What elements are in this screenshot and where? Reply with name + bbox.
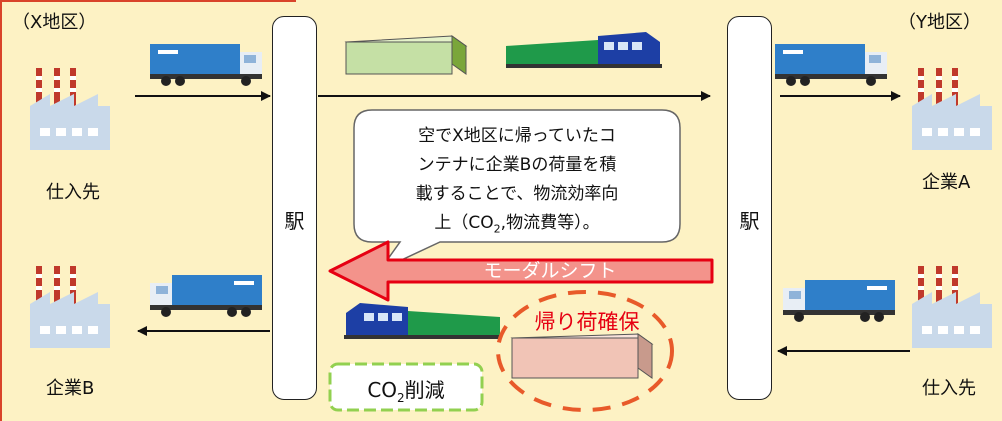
container-icon-outbound (344, 35, 468, 75)
region-label-y: （Y地区） (898, 12, 981, 33)
callout-line-4: 上（CO2,物流費等）。 (434, 213, 600, 236)
container-icon-return (510, 333, 654, 379)
truck-icon-right-top (775, 44, 887, 86)
supplier-right-label: 仕入先 (922, 378, 976, 399)
backhaul-label: 帰り荷確保 (534, 310, 640, 334)
modal-shift-arrow (328, 240, 714, 302)
co2-reduction-box (328, 362, 484, 412)
station-left-label: 駅 (284, 209, 305, 233)
station-left: 駅 (272, 16, 317, 400)
callout-line-1: 空でX地区に帰っていたコ (418, 126, 616, 146)
truck-icon-right-bottom (783, 280, 895, 322)
callout-text: 空でX地区に帰っていたコ ンテナに企業Bの荷量を積 載することで、物流効率向 上… (360, 122, 674, 243)
backhaul-dashed-ellipse (496, 290, 674, 412)
truck-icon-left-bottom (150, 275, 262, 317)
company-b-label: 企業B (46, 378, 95, 399)
station-right-label: 駅 (739, 209, 760, 233)
callout-line-3: 載することで、物流効率向 (415, 184, 619, 204)
factory-icon-company-b (30, 266, 110, 348)
train-icon-outbound (506, 32, 662, 68)
region-label-x: （X地区） (12, 12, 97, 33)
factory-icon-company-a (912, 68, 992, 150)
co2-reduction-label: CO2削減 (367, 378, 445, 405)
train-icon-return (344, 303, 500, 339)
factory-icon-supplier-right (912, 266, 992, 348)
callout-line-2: ンテナに企業Bの荷量を積 (417, 155, 617, 175)
company-a-label: 企業A (922, 172, 971, 193)
callout-bubble-shape (353, 109, 681, 272)
factory-icon-supplier-left (30, 68, 110, 150)
supplier-left-label: 仕入先 (46, 182, 100, 203)
modal-shift-label: モーダルシフト (483, 260, 617, 282)
truck-icon-left-top (150, 44, 262, 86)
station-right: 駅 (727, 16, 772, 400)
